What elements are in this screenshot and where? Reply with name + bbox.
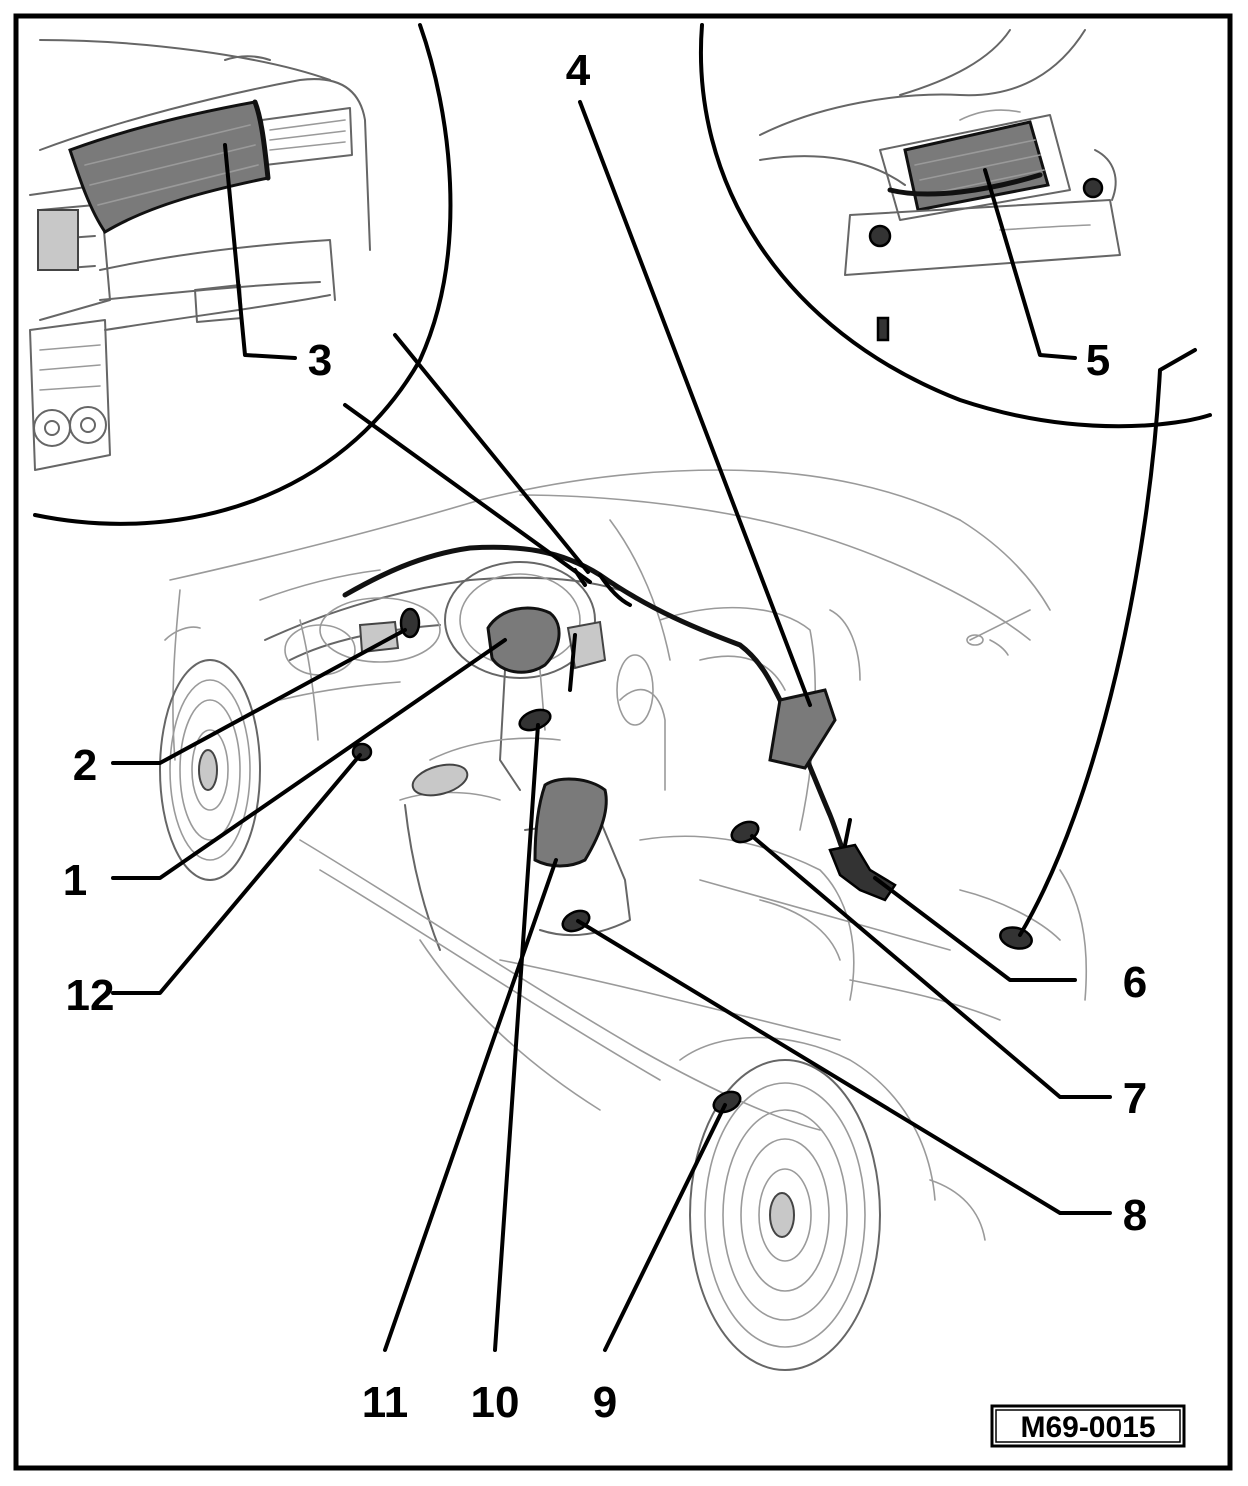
callout-8: 8 (1123, 1191, 1147, 1240)
diagram-frame (13, 13, 1233, 1471)
rear-wheel (679, 1036, 986, 1371)
vehicle-body-drawing (159, 469, 1088, 1371)
callout-6: 6 (1123, 958, 1147, 1007)
front-wheel (159, 626, 261, 881)
callout-5: 5 (1086, 336, 1110, 385)
callout-2: 2 (73, 741, 97, 790)
callout-7: 7 (1123, 1074, 1147, 1123)
callout-12: 12 (66, 971, 115, 1020)
callout-11: 11 (362, 1378, 409, 1427)
callout-3: 3 (308, 336, 332, 385)
leader-lines (111, 100, 1197, 1352)
inset-dashboard-detail (29, 23, 453, 526)
inset-seat-detail (699, 23, 1212, 429)
callout-9: 9 (593, 1378, 617, 1427)
reference-code-box: M69-0015 (990, 1404, 1186, 1448)
callout-labels: 1 2 3 4 5 6 7 8 9 10 11 12 (63, 46, 1147, 1427)
callout-10: 10 (471, 1378, 520, 1427)
reference-code: M69-0015 (1020, 1411, 1155, 1444)
callout-1: 1 (63, 856, 87, 905)
callout-4: 4 (566, 46, 591, 95)
